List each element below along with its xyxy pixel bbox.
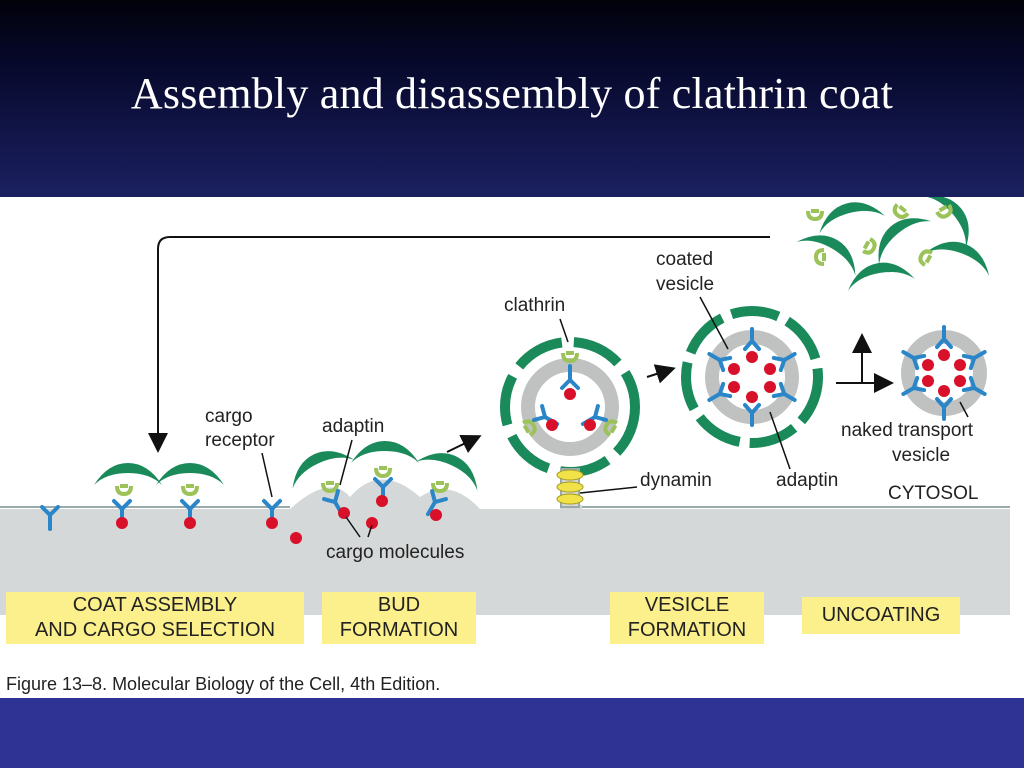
slide-title: Assembly and disassembly of clathrin coa… <box>130 69 894 118</box>
label-adaptin-top: adaptin <box>322 416 385 437</box>
stage-bud-formation: BUD FORMATION <box>322 592 476 644</box>
stage-vesicle-formation: VESICLE FORMATION <box>610 592 764 644</box>
stage-uncoating: UNCOATING <box>802 597 960 634</box>
stage-coat-assembly: COAT ASSEMBLY AND CARGO SELECTION <box>6 592 304 644</box>
label-clathrin: clathrin <box>504 295 566 316</box>
recycle-arrow <box>148 236 770 453</box>
stage-vesicle-line1: VESICLE <box>644 594 730 616</box>
label-vesicle: vesicle <box>656 274 715 295</box>
label-naked-vesicle: vesicle <box>892 445 951 466</box>
stage-bud-line2: FORMATION <box>339 619 459 641</box>
label-naked-transport: naked transport <box>841 420 974 441</box>
label-dynamin: dynamin <box>640 470 712 491</box>
free-clathrin-pool <box>796 197 997 291</box>
label-adaptin-bottom: adaptin <box>776 470 839 491</box>
label-cytosol: CYTOSOL <box>888 483 979 504</box>
label-receptor: receptor <box>205 430 275 451</box>
stage-vesicle-line2: FORMATION <box>627 619 747 641</box>
membrane-band <box>0 479 1010 615</box>
stage-bud-line1: BUD <box>377 594 421 616</box>
slide-footer-band <box>0 698 1024 768</box>
stage-coat-assembly-line1: COAT ASSEMBLY <box>72 594 238 616</box>
budding-vesicle <box>500 337 640 508</box>
label-cargo-molecules: cargo molecules <box>326 542 465 563</box>
figure-caption: Figure 13–8. Molecular Biology of the Ce… <box>6 674 441 694</box>
label-coated: coated <box>656 249 714 270</box>
diagram-canvas <box>0 197 1010 615</box>
naked-vesicle <box>897 325 991 421</box>
bud-formation-group <box>283 439 487 529</box>
stage-coat-assembly-line2: AND CARGO SELECTION <box>34 619 276 641</box>
coat-assembly-group <box>40 463 302 544</box>
clathrin-figure: cargo receptor adaptin clathrin coated v… <box>0 197 1024 698</box>
label-cargo: cargo <box>205 406 253 427</box>
coated-vesicle <box>681 306 823 448</box>
